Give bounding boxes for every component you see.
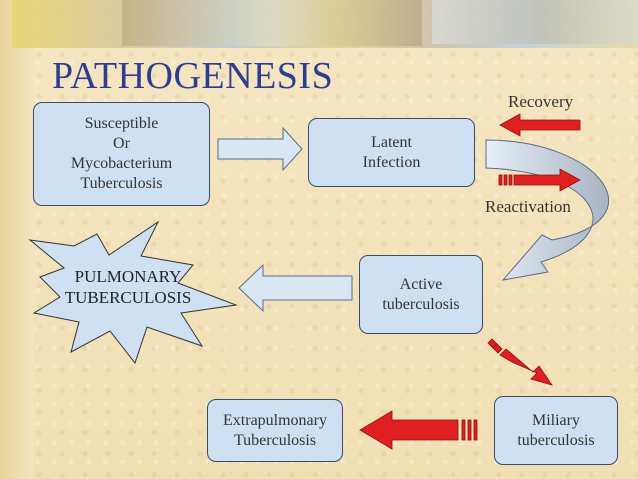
node-active-tuberculosis: Active tuberculosis (359, 255, 483, 334)
block-arrow-susceptible-to-latent (217, 126, 303, 172)
node-susceptible-label: Susceptible Or Mycobacterium Tuberculosi… (70, 115, 173, 192)
recovery-arrow (499, 113, 581, 137)
banner-image-center (122, 0, 422, 46)
node-susceptible: Susceptible Or Mycobacterium Tuberculosi… (33, 102, 210, 206)
slide-title: PATHOGENESIS (52, 55, 334, 97)
node-miliary-tuberculosis: Miliary tuberculosis (494, 396, 618, 465)
reactivation-arrow (498, 168, 581, 192)
node-extrapulmonary: Extrapulmonary Tuberculosis (207, 399, 343, 462)
active-to-miliary-arrow (487, 338, 553, 386)
node-pulmonary-label: PULMONARY TUBERCULOSIS (64, 267, 192, 307)
block-arrow-active-to-pulmonary (238, 263, 353, 313)
left-border-decoration (0, 0, 34, 479)
node-latent-infection: Latent Infection (308, 118, 475, 187)
pulmonary-star-shape (28, 220, 238, 365)
node-miliary-label: Miliary tuberculosis (517, 411, 595, 449)
miliary-to-extrapulmonary-arrow (359, 410, 478, 450)
node-active-label: Active tuberculosis (382, 275, 460, 313)
reactivation-label: Reactivation (485, 197, 571, 216)
node-extrapulmonary-label: Extrapulmonary Tuberculosis (223, 411, 327, 449)
recovery-label: Recovery (508, 92, 574, 111)
node-latent-label: Latent Infection (362, 133, 421, 171)
top-banner-decoration (12, 0, 638, 48)
banner-image-right (432, 0, 638, 44)
